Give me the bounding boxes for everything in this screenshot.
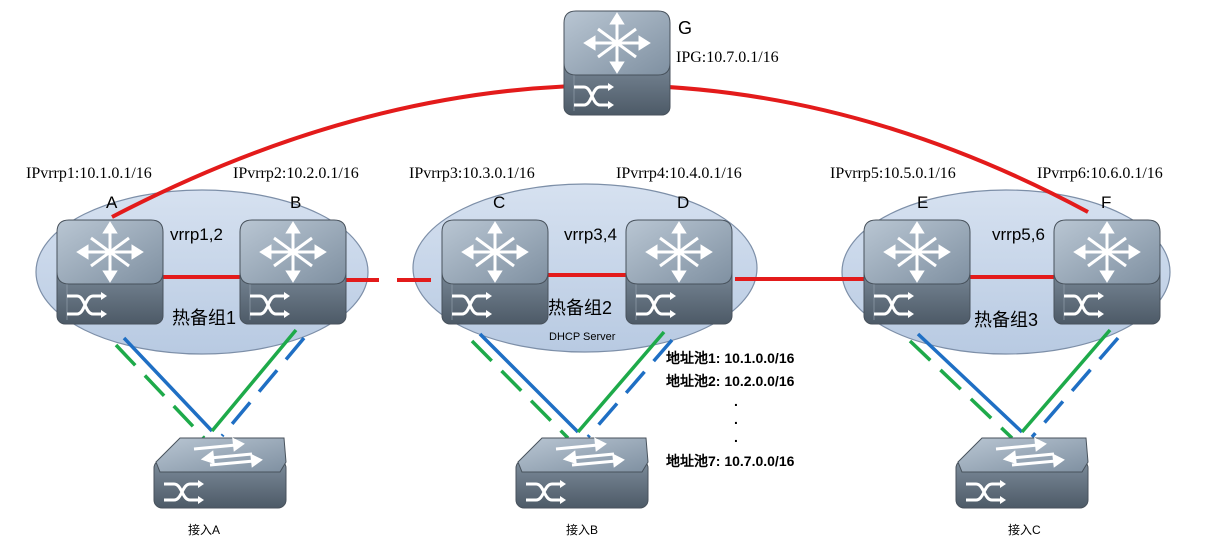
access-links [114,328,1120,440]
access-switch-b[interactable] [514,436,650,510]
switch-f[interactable] [1052,218,1162,326]
switch-letter-b: B [290,193,301,212]
vrrp-ip-label-6: IPvrrp6:10.6.0.1/16 [1037,165,1163,182]
vrrp-ip-label-3: IPvrrp3:10.3.0.1/16 [409,165,535,182]
dhcp-server-label: DHCP Server [549,331,616,343]
switch-letter-f: F [1101,193,1111,212]
core-switch-g[interactable] [562,9,672,117]
dhcp-pool-ellipsis-2: . [734,411,738,427]
switch-a[interactable] [55,218,165,326]
switch-b[interactable] [238,218,348,326]
vrrp-ip-label-5: IPvrrp5:10.5.0.1/16 [830,165,956,182]
vrrp-ip-label-2: IPvrrp2:10.2.0.1/16 [233,165,359,182]
switch-letter-c: C [493,193,505,212]
dhcp-pool-1: 地址池1: 10.1.0.0/16 [666,350,795,366]
access-switch-a[interactable] [152,436,288,510]
switch-c[interactable] [440,218,550,326]
vrrp-label-2: vrrp3,4 [564,225,617,244]
switch-letter-a: A [106,193,118,212]
switch-e[interactable] [862,218,972,326]
dhcp-pool-7: 地址池7: 10.7.0.0/16 [666,453,795,469]
vrrp-label-3: vrrp5,6 [992,225,1045,244]
switch-d[interactable] [624,218,734,326]
dhcp-pool-ellipsis-1: . [734,393,738,409]
standby-group-label-3: 热备组3 [974,310,1038,330]
switch-letter-e: E [917,193,928,212]
access-label-b: 接入B [566,522,598,537]
access-label-c: 接入C [1008,522,1041,537]
dhcp-pool-list: 地址池1: 10.1.0.0/16 地址池2: 10.2.0.0/16 . . … [666,350,795,469]
dhcp-pool-2: 地址池2: 10.2.0.0/16 [666,373,795,389]
access-switch-c[interactable] [954,436,1090,510]
standby-group-label-1: 热备组1 [172,308,236,328]
dhcp-pool-ellipsis-3: . [734,429,738,445]
core-ip-label: IPG:10.7.0.1/16 [676,49,779,66]
switch-letter-d: D [677,193,689,212]
vrrp-ip-label-4: IPvrrp4:10.4.0.1/16 [616,165,742,182]
core-letter: G [678,18,692,38]
vrrp-ip-label-1: IPvrrp1:10.1.0.1/16 [26,165,152,182]
access-label-a: 接入A [188,522,220,537]
standby-group-label-2: 热备组2 [548,298,612,318]
vrrp-label-1: vrrp1,2 [170,225,223,244]
